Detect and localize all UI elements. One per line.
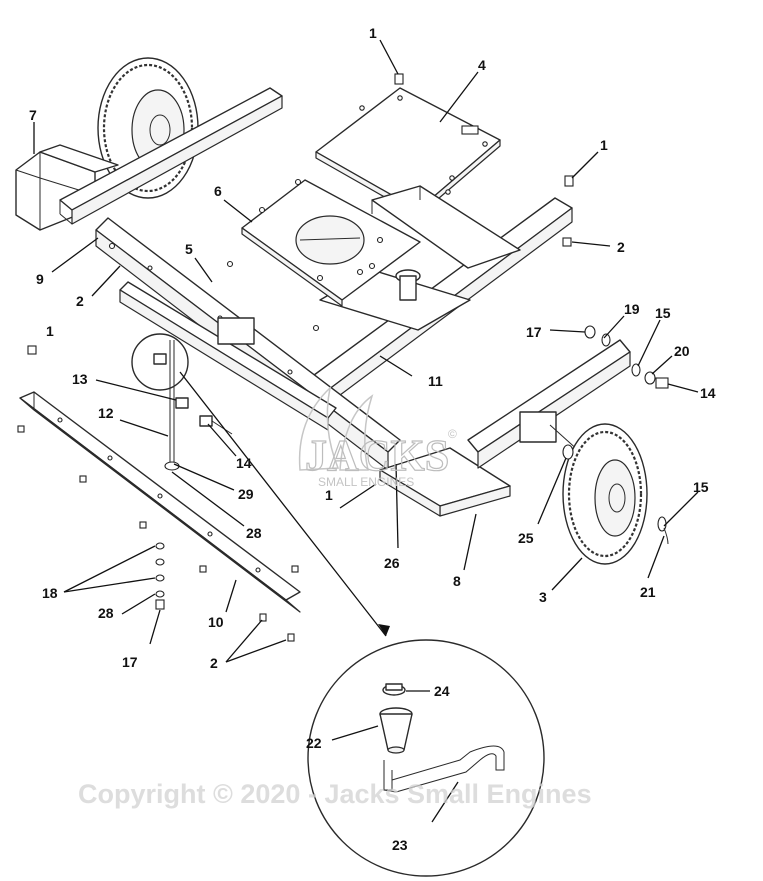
callout-3: 3 (539, 589, 547, 605)
callout-1: 1 (46, 323, 54, 339)
callout-24: 24 (434, 683, 450, 699)
callout-17: 17 (526, 324, 542, 340)
detail-crank-pin (383, 745, 505, 793)
callout-23: 23 (392, 837, 408, 853)
callout-1: 1 (600, 137, 608, 153)
detail-cup (379, 707, 413, 754)
callout-2: 2 (617, 239, 625, 255)
right-wheel (562, 423, 648, 565)
nut-right-top (562, 175, 574, 247)
callout-29: 29 (238, 486, 254, 502)
callout-15: 15 (693, 479, 709, 495)
callout-8: 8 (453, 573, 461, 589)
logo-watermark: JACKS © SMALL ENGINES (298, 385, 457, 489)
detail-nut (382, 683, 406, 696)
callout-20: 20 (674, 343, 690, 359)
spindle (395, 269, 421, 301)
lower-rail-10 (19, 391, 301, 613)
callout-28: 28 (98, 605, 114, 621)
logo-registered: © (448, 427, 457, 441)
callout-21: 21 (640, 584, 656, 600)
callout-25: 25 (518, 530, 534, 546)
callout-12: 12 (98, 405, 114, 421)
callout-28: 28 (246, 525, 262, 541)
leader-lines (33, 39, 699, 823)
pivot-bolt-assembly (131, 333, 233, 471)
callout-2: 2 (210, 655, 218, 671)
right-axle-arm (467, 339, 631, 469)
callout-4: 4 (478, 57, 486, 73)
callout-19: 19 (624, 301, 640, 317)
copyright-watermark: Copyright © 2020 - Jacks Small Engines (78, 779, 592, 809)
callout-22: 22 (306, 735, 322, 751)
left-wheel (97, 57, 199, 199)
loose-hardware-left (17, 345, 299, 642)
mount-plate (241, 178, 421, 307)
right-axle-hardware (562, 325, 669, 545)
callout-10: 10 (208, 614, 224, 630)
nut-top (394, 73, 404, 85)
callout-17: 17 (122, 654, 138, 670)
detail-view (307, 639, 545, 877)
callout-1: 1 (369, 25, 377, 41)
callout-26: 26 (384, 555, 400, 571)
callout-7: 7 (29, 107, 37, 123)
callout-15: 15 (655, 305, 671, 321)
left-axle-tube (59, 87, 283, 225)
callout-14: 14 (236, 455, 252, 471)
logo-main: JACKS (305, 431, 449, 480)
logo-sub: SMALL ENGINES (318, 475, 414, 489)
callout-6: 6 (214, 183, 222, 199)
callout-2: 2 (76, 293, 84, 309)
callout-14: 14 (700, 385, 716, 401)
callout-13: 13 (72, 371, 88, 387)
callout-5: 5 (185, 241, 193, 257)
callout-18: 18 (42, 585, 58, 601)
tow-bar (379, 447, 511, 517)
callout-11: 11 (428, 373, 443, 389)
callout-labels: 1 4 1 7 2 6 5 9 2 1 19 17 15 20 13 11 14… (29, 25, 716, 853)
callout-9: 9 (36, 271, 44, 287)
callout-1: 1 (325, 487, 333, 503)
